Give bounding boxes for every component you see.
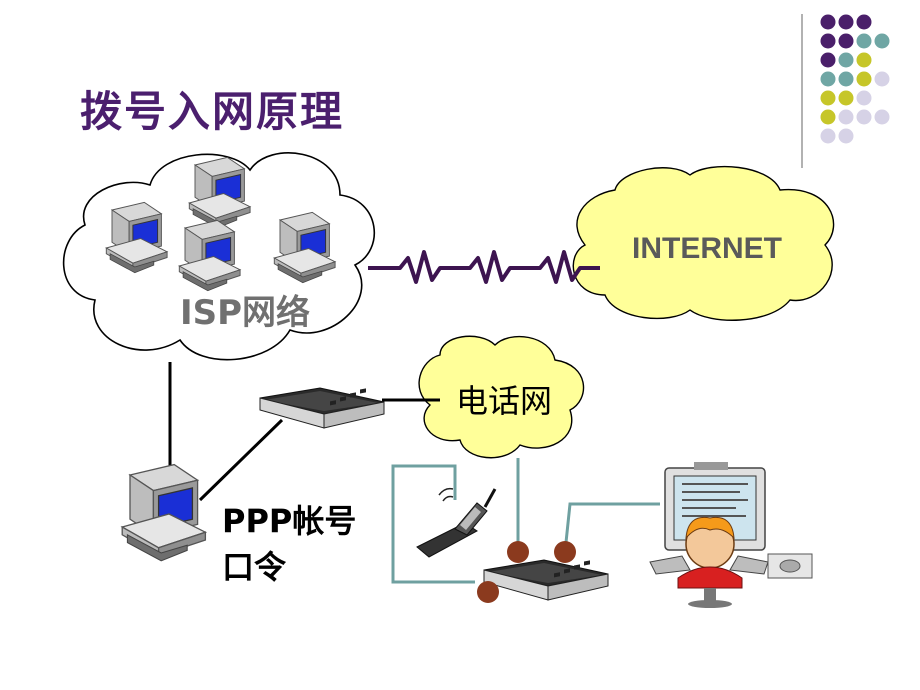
- phone-network-label: 电话网: [456, 382, 552, 420]
- decorative-dot: [856, 33, 872, 49]
- decorative-dot: [874, 109, 890, 125]
- decorative-dot: [838, 52, 854, 68]
- connector-dots: [477, 541, 576, 603]
- decorative-dot: [856, 90, 872, 106]
- ppp-account-label: PPP帐号: [222, 502, 356, 540]
- decorative-dot: [874, 71, 890, 87]
- decorative-dot: [820, 52, 836, 68]
- decorative-dot: [838, 33, 854, 49]
- decorative-dot: [838, 90, 854, 106]
- decorative-dot-grid: [801, 14, 890, 168]
- decorative-dot: [838, 71, 854, 87]
- phone-network-cloud: [418, 335, 585, 459]
- decorative-dot: [838, 14, 854, 30]
- decorative-dot: [838, 109, 854, 125]
- leased-line-wave: [368, 250, 600, 284]
- password-label: 口令: [222, 548, 287, 586]
- decorative-dot: [820, 14, 836, 30]
- decorative-dot: [820, 71, 836, 87]
- isp-network-label: ISP网络: [180, 293, 310, 333]
- desktop-computer-icon: [121, 463, 207, 562]
- decorative-dot: [874, 33, 890, 49]
- decorative-dot: [856, 52, 872, 68]
- decorative-dot: [838, 128, 854, 144]
- user-at-computer-icon: [649, 462, 813, 608]
- decorative-dot: [856, 71, 872, 87]
- decorative-dot: [856, 14, 872, 30]
- internet-cloud: [572, 165, 835, 321]
- page-title: 拨号入网原理: [80, 87, 345, 136]
- decorative-dot: [820, 33, 836, 49]
- decorative-dot: [856, 109, 872, 125]
- decorative-dot: [820, 90, 836, 106]
- internet-label: INTERNET: [632, 232, 782, 265]
- mobile-phone-icon: [416, 487, 497, 558]
- decorative-dot: [820, 128, 836, 144]
- decorative-dot: [820, 109, 836, 125]
- modem-icon: [483, 559, 609, 601]
